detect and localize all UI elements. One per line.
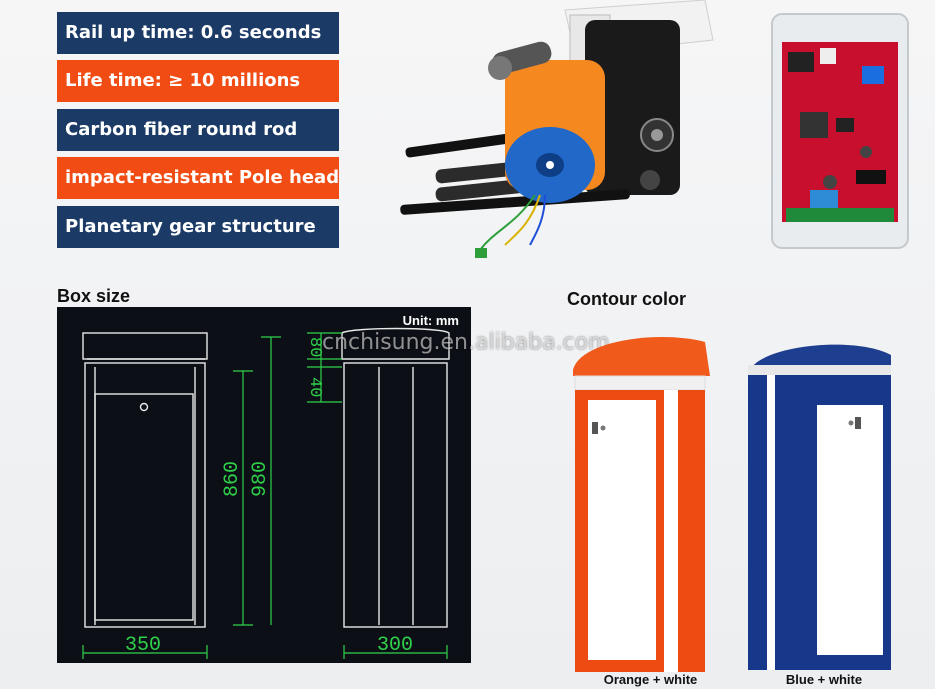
feature-rail-up-time: Rail up time: 0.6 seconds xyxy=(57,12,339,54)
dim-980: 980 xyxy=(249,461,272,497)
feature-pole-head: impact-resistant Pole head xyxy=(57,157,339,199)
feature-carbon-fiber-rod: Carbon fiber round rod xyxy=(57,109,339,151)
orange-cabinet-image xyxy=(573,337,710,672)
motor-mechanism-image xyxy=(400,0,714,258)
box-size-heading: Box size xyxy=(57,286,131,306)
blue-cabinet-image xyxy=(748,344,891,670)
dim-860: 860 xyxy=(221,461,244,497)
dim-350: 350 xyxy=(125,634,161,657)
box-size-blueprint: Unit: mm xyxy=(57,307,471,663)
feature-planetary-gear: Planetary gear structure xyxy=(57,206,339,248)
unit-label: Unit: mm xyxy=(402,313,459,328)
feature-life-time: Life time: ≥ 10 millions xyxy=(57,60,339,102)
watermark: cnchisung.en.alibaba.com xyxy=(322,330,610,355)
dim-300: 300 xyxy=(377,634,413,657)
orange-white-caption: Orange + white xyxy=(603,672,698,687)
dim-40: 40 xyxy=(305,377,324,397)
controller-board-image xyxy=(771,13,909,249)
dim-80: 80 xyxy=(305,337,324,357)
contour-color-heading: Contour color xyxy=(567,289,686,309)
blue-white-caption: Blue + white xyxy=(785,672,863,687)
